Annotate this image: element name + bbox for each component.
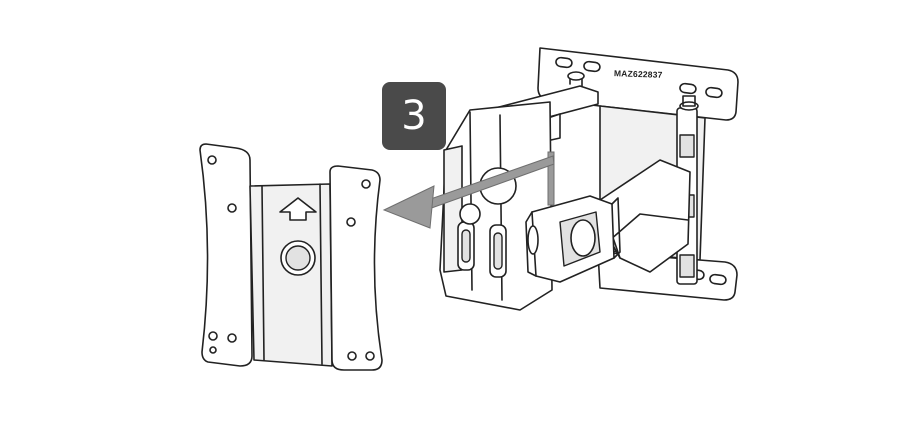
vesa-plate-icon: [199, 143, 383, 371]
removal-arrow-icon: [382, 151, 555, 229]
step-number-badge: 3: [382, 82, 446, 150]
tilt-bracket-icon: [439, 101, 621, 311]
model-label: MAZ622837: [613, 68, 663, 80]
